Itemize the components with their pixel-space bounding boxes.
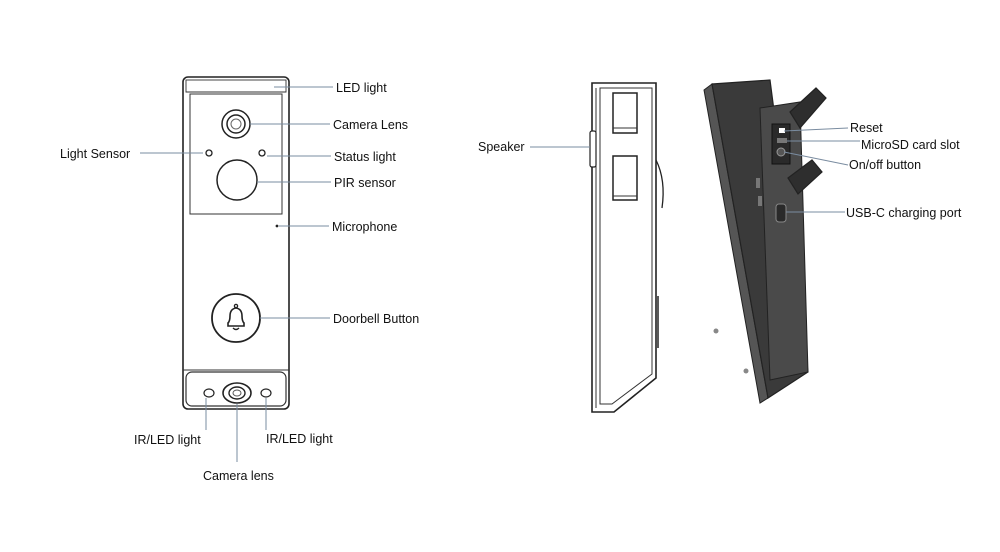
label-speaker: Speaker <box>478 140 525 154</box>
microphone-dot <box>275 224 279 228</box>
label-on-off-button: On/off button <box>849 158 921 172</box>
side-view-device <box>589 82 664 413</box>
label-ir-led-left: IR/LED light <box>134 433 201 447</box>
label-pir-sensor: PIR sensor <box>334 176 396 190</box>
side-body-outline <box>591 82 657 413</box>
on-off-button-dot <box>776 147 786 157</box>
front-body-outline <box>182 76 290 410</box>
label-camera-lens-top: Camera Lens <box>333 118 408 132</box>
label-usbc-port: USB-C charging port <box>846 206 962 220</box>
ir-led-right <box>260 388 272 398</box>
side-lens-bulge <box>655 159 664 209</box>
ir-led-left <box>203 388 215 398</box>
label-microphone: Microphone <box>332 220 397 234</box>
label-doorbell-button: Doorbell Button <box>333 312 419 326</box>
label-ir-led-right: IR/LED light <box>266 432 333 446</box>
front-leader-lines <box>140 86 333 462</box>
label-light-sensor: Light Sensor <box>60 147 130 161</box>
port-recess <box>771 123 791 165</box>
back-lower-flap <box>787 159 823 195</box>
back-leader-lines <box>783 127 860 213</box>
label-camera-lens-bottom: Camera lens <box>203 469 274 483</box>
led-light-bar <box>185 79 287 93</box>
side-lower-window <box>612 155 638 201</box>
label-led-light: LED light <box>336 81 387 95</box>
front-view-device <box>182 76 290 410</box>
back-top-flap <box>789 87 827 130</box>
side-upper-window <box>612 92 638 134</box>
pir-sensor <box>216 159 258 201</box>
speaker-slot <box>589 130 597 168</box>
status-light-dot <box>258 149 266 157</box>
label-status-light: Status light <box>334 150 396 164</box>
label-reset: Reset <box>850 121 883 135</box>
back-view-device <box>703 79 827 404</box>
reset-port <box>779 128 785 133</box>
microsd-slot <box>777 138 787 143</box>
bell-icon <box>227 303 245 331</box>
usbc-port <box>775 203 787 223</box>
label-microsd-slot: MicroSD card slot <box>861 138 960 152</box>
light-sensor-dot <box>205 149 213 157</box>
